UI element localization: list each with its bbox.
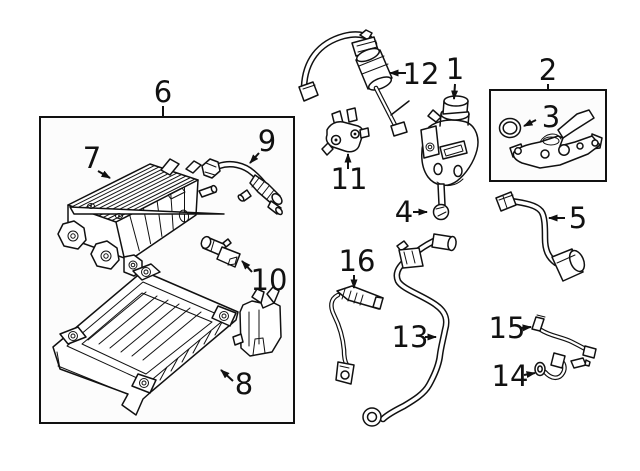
callout-5-label: 5 xyxy=(569,201,587,235)
callouts: 1 2 3 4 5 6 7 8 xyxy=(83,52,587,401)
callout-15: 15 xyxy=(489,311,532,345)
part-10-purge-valve xyxy=(200,235,241,268)
callout-7: 7 xyxy=(83,141,111,179)
part-11-vacuum-connector xyxy=(321,107,370,156)
part-3-o-ring xyxy=(498,117,522,139)
callout-9-label: 9 xyxy=(258,124,276,158)
part-14-sensor-pigtail xyxy=(534,352,591,381)
callout-1-label: 1 xyxy=(446,52,464,86)
callout-13: 13 xyxy=(392,320,437,354)
callout-15-label: 15 xyxy=(489,311,526,345)
callout-4: 4 xyxy=(395,195,428,229)
callout-11: 11 xyxy=(331,153,368,196)
part-2-bracket xyxy=(509,109,603,169)
part-5-egr-tube xyxy=(495,191,586,282)
callout-16-label: 16 xyxy=(339,244,376,278)
callout-6: 6 xyxy=(154,75,172,116)
callout-12: 12 xyxy=(389,57,440,91)
callout-8: 8 xyxy=(220,367,253,401)
part-15-sensor-pigtail xyxy=(531,314,597,359)
callout-2-label: 2 xyxy=(539,53,557,87)
part-4-bolt xyxy=(432,183,450,221)
callout-3-label: 3 xyxy=(542,100,560,134)
callout-16: 16 xyxy=(339,244,376,289)
callout-1: 1 xyxy=(446,52,464,100)
callout-14-label: 14 xyxy=(492,359,529,393)
callout-2: 2 xyxy=(539,53,557,90)
part-1-egr-valve xyxy=(420,95,479,187)
callout-11-label: 11 xyxy=(331,162,368,196)
callout-10-label: 10 xyxy=(251,263,288,297)
callout-14: 14 xyxy=(492,359,536,393)
callout-10: 10 xyxy=(241,260,288,297)
callout-8-label: 8 xyxy=(235,367,253,401)
part-12-tube-assembly xyxy=(298,29,410,137)
callout-7-label: 7 xyxy=(83,141,101,175)
part-8-canister-tray xyxy=(52,263,282,416)
callout-12-label: 12 xyxy=(403,57,440,91)
callout-3: 3 xyxy=(523,100,560,134)
callout-9: 9 xyxy=(249,124,276,164)
part-16-oxygen-sensor xyxy=(329,285,384,385)
canister-bracket-rod xyxy=(69,206,225,215)
part-13-vapor-tube xyxy=(362,233,457,427)
callout-5: 5 xyxy=(548,201,587,235)
part-9-vent-valve-hose xyxy=(201,158,283,216)
callout-6-label: 6 xyxy=(154,75,172,109)
callout-13-label: 13 xyxy=(392,320,429,354)
part-7-canister xyxy=(57,158,225,277)
callout-4-label: 4 xyxy=(395,195,413,229)
